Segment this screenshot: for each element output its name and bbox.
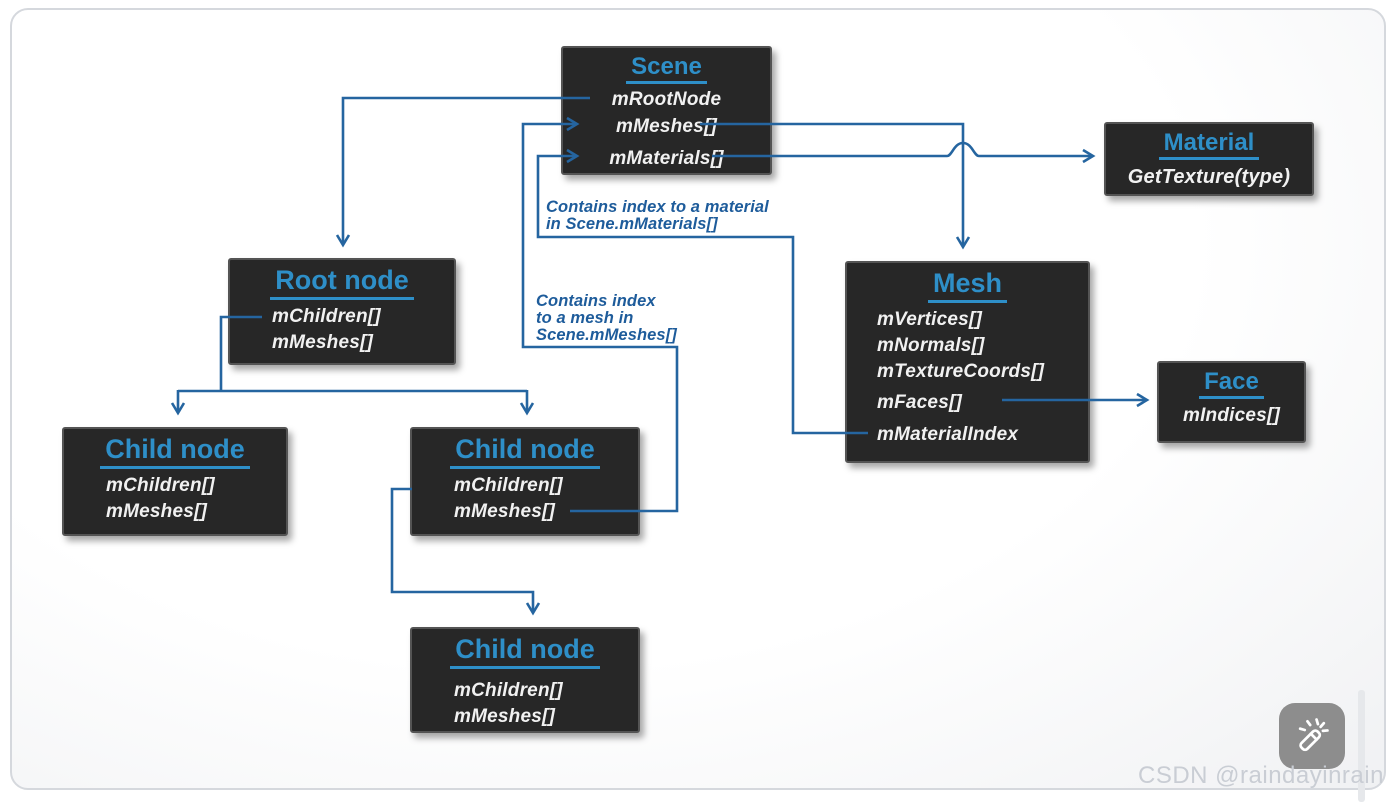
magic-wand-icon	[1292, 715, 1332, 758]
annotation-mesh-line3: Scene.mMeshes[]	[536, 326, 677, 344]
child-node-center: Child node mChildren[] mMeshes[]	[410, 427, 640, 536]
mesh-member-mfaces: mFaces[]	[877, 391, 963, 413]
annotation-mesh-line1: Contains index	[536, 292, 656, 310]
scene-node-title: Scene	[563, 53, 770, 85]
annotation-material-line1: Contains index to a material	[546, 198, 769, 216]
child1-member-mchildren: mChildren[]	[106, 474, 215, 496]
face-node: Face mIndices[]	[1157, 361, 1306, 443]
face-member-mindices: mIndices[]	[1182, 405, 1281, 427]
annotation-mesh-line2: to a mesh in	[536, 309, 634, 327]
root-member-mchildren: mChildren[]	[272, 305, 381, 327]
root-member-mmeshes: mMeshes[]	[272, 331, 374, 353]
annotation-material-line2: in Scene.mMaterials[]	[546, 215, 718, 233]
child2-member-mmeshes: mMeshes[]	[454, 500, 556, 522]
child2-member-mchildren: mChildren[]	[454, 474, 563, 496]
child1-member-mmeshes: mMeshes[]	[106, 500, 208, 522]
mesh-node: Mesh mVertices[] mNormals[] mTextureCoor…	[845, 261, 1090, 463]
scene-member-mmeshes: mMeshes[]	[615, 116, 718, 138]
child-node-center-title: Child node	[412, 434, 638, 469]
mesh-member-mnormals: mNormals[]	[877, 334, 985, 356]
watermark: CSDN @raindayinrain	[1138, 762, 1384, 789]
child3-member-mchildren: mChildren[]	[454, 679, 563, 701]
mesh-node-title: Mesh	[847, 268, 1088, 303]
scene-member-mrootnode: mRootNode	[611, 89, 722, 111]
mesh-member-mtexturecoords: mTextureCoords[]	[877, 360, 1045, 382]
material-node-title: Material	[1106, 129, 1312, 161]
annotation-mesh-index: Contains index to a mesh in Scene.mMeshe…	[536, 293, 726, 344]
magic-wand-button[interactable]	[1279, 703, 1345, 769]
child-node-bottom: Child node mChildren[] mMeshes[]	[410, 627, 640, 733]
child3-member-mmeshes: mMeshes[]	[454, 705, 556, 727]
root-node-title: Root node	[230, 265, 454, 300]
material-member-gettexture: GetTexture(type)	[1127, 166, 1291, 189]
child-node-left: Child node mChildren[] mMeshes[]	[62, 427, 288, 536]
material-node: Material GetTexture(type)	[1104, 122, 1314, 196]
mesh-member-mmaterialindex: mMaterialIndex	[877, 423, 1019, 445]
scene-member-mmaterials: mMaterials[]	[609, 148, 724, 170]
annotation-material-index: Contains index to a material in Scene.mM…	[546, 199, 806, 233]
child-node-left-title: Child node	[64, 434, 286, 469]
scene-node: Scene mRootNode mMeshes[] mMaterials[]	[561, 46, 772, 175]
root-node: Root node mChildren[] mMeshes[]	[228, 258, 456, 365]
face-node-title: Face	[1159, 368, 1304, 400]
mesh-member-mvertices: mVertices[]	[877, 308, 982, 330]
child-node-bottom-title: Child node	[412, 634, 638, 669]
scrollbar-sliver[interactable]	[1358, 690, 1365, 802]
